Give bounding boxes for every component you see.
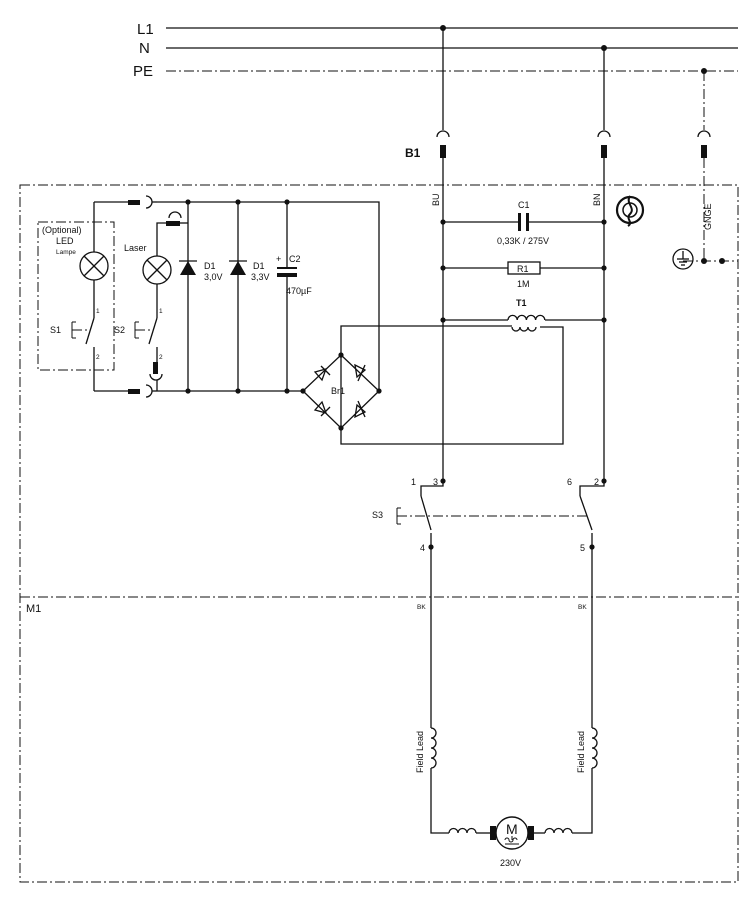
- s3-label: S3: [372, 510, 383, 520]
- switch-s3: [396, 495, 593, 531]
- d1b-label: D1: [253, 261, 265, 271]
- laser-label: Laser: [124, 243, 147, 253]
- rail-label-pe: PE: [133, 63, 153, 80]
- bridge-rectifier-br1: [300, 352, 382, 431]
- zener-diode-d1a: [179, 260, 197, 275]
- led-label: LED: [56, 236, 74, 246]
- rail-label-n: N: [139, 40, 150, 57]
- wire-label-bk-left: BK: [417, 604, 426, 611]
- earth-icon: [672, 248, 694, 270]
- c2-value: 470µF: [286, 286, 312, 296]
- enclosure-boundary: [19, 184, 739, 883]
- wire-motor-left: [430, 768, 449, 834]
- supply-rails: L1 N PE: [133, 21, 738, 80]
- wire-laser-top: [156, 222, 166, 256]
- connector-label-b1: B1: [405, 146, 421, 160]
- c2-plus: +: [276, 254, 281, 264]
- led-optional-label: (Optional): [42, 225, 82, 235]
- r1-label: R1: [517, 264, 529, 274]
- field-coil-right: [591, 727, 598, 769]
- socket-pe: [697, 130, 711, 138]
- pin-bn: [601, 145, 607, 158]
- s2-pin1: 1: [159, 308, 163, 315]
- r1-value: 1M: [517, 279, 530, 289]
- lamp-led: [79, 251, 109, 281]
- junction-c2-bottom: [284, 388, 290, 394]
- socket-bu: [436, 130, 450, 138]
- junction-earth-b: [719, 258, 725, 264]
- wire-dc-positive: [157, 201, 380, 391]
- field-lead-label-left: Field Lead: [415, 731, 425, 773]
- field-coil-left: [430, 727, 437, 769]
- terminal-1: 1: [411, 477, 416, 487]
- switch-s2: [134, 317, 158, 362]
- wire-label-bn: BN: [592, 193, 602, 206]
- protection-class-icon: [615, 195, 645, 227]
- motor-icon: M: [490, 816, 534, 850]
- capacitor-c1: [440, 213, 607, 231]
- d1a-label: D1: [204, 261, 216, 271]
- terminal-2: 2: [594, 477, 599, 487]
- s1-pin1: 1: [96, 308, 100, 315]
- field-lead-label-right: Field Lead: [576, 731, 586, 773]
- capacitor-c2: [277, 267, 297, 277]
- plug-top-left: [94, 195, 153, 209]
- lamp-laser: [142, 255, 172, 285]
- coil-motor-right: [534, 827, 573, 834]
- terminal-3: 3: [433, 477, 438, 487]
- junction-d1a-bottom: [185, 388, 191, 394]
- resistor-r1: [440, 261, 607, 275]
- terminal-5: 5: [580, 543, 585, 553]
- rail-label-l1: L1: [137, 21, 154, 38]
- c1-value: 0,33K / 275V: [497, 236, 549, 246]
- s2-label: S2: [114, 325, 125, 335]
- junction-d1a-top: [185, 199, 191, 205]
- wire-s3-right-in: [579, 481, 605, 496]
- s1-pin2: 2: [96, 354, 100, 361]
- terminal-4: 4: [420, 543, 425, 553]
- t1-label: T1: [516, 298, 527, 308]
- led-sub-label: Lampe: [56, 249, 76, 256]
- d1a-value: 3,0V: [204, 272, 223, 282]
- motor-letter: M: [506, 821, 518, 837]
- c1-label: C1: [518, 200, 530, 210]
- plug-bottom-left: [94, 384, 153, 398]
- optional-led-box: [37, 221, 115, 371]
- wire-s3-left-in: [420, 481, 444, 496]
- br1-label: Br1: [331, 386, 345, 396]
- switch-s1: [71, 317, 95, 391]
- module-label-m1: M1: [26, 603, 41, 615]
- junction-earth-a: [701, 258, 707, 264]
- plug-laser-bottom: [149, 362, 163, 381]
- coil-motor-left: [448, 827, 490, 834]
- socket-bn: [597, 130, 611, 138]
- zener-diode-d1b: [229, 260, 247, 275]
- junction-d1b-bottom: [235, 388, 241, 394]
- wire-t1-secondary: [340, 325, 564, 445]
- motor-voltage: 230V: [500, 858, 521, 868]
- plug-laser-top: [166, 211, 188, 226]
- wire-label-bk-right: BK: [578, 604, 587, 611]
- s1-label: S1: [50, 325, 61, 335]
- junction-d1b-top: [235, 199, 241, 205]
- wire-label-bu: BU: [431, 193, 441, 206]
- wire-label-gnge: GNGE: [703, 203, 713, 230]
- pin-bu: [440, 145, 446, 158]
- terminal-6: 6: [567, 477, 572, 487]
- wire-motor-right: [572, 768, 593, 834]
- transformer-t1: [440, 314, 607, 332]
- d1b-value: 3,3V: [251, 272, 270, 282]
- connector-b1: B1: [405, 130, 711, 160]
- junction-c2-top: [284, 199, 290, 205]
- pin-pe: [701, 145, 707, 158]
- c2-label: C2: [289, 254, 301, 264]
- s2-pin2: 2: [159, 354, 163, 361]
